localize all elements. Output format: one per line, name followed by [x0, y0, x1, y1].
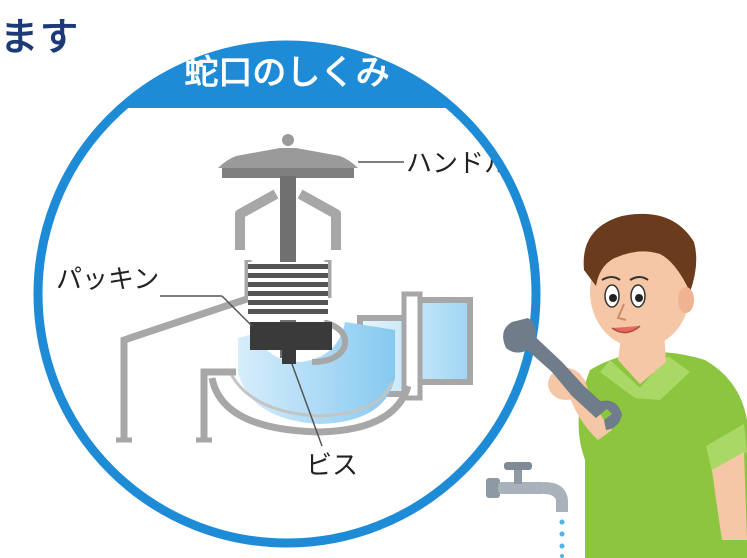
inlet-wall-outer — [120, 294, 252, 440]
nose — [616, 303, 627, 321]
handle-cap — [218, 148, 358, 168]
handle-base — [222, 168, 354, 178]
outdoor-faucet-icon — [486, 462, 568, 512]
arm-right — [712, 452, 747, 540]
gland-nut — [248, 262, 328, 320]
screw-label: ビス — [306, 451, 358, 481]
valve-body-inner — [228, 371, 394, 418]
handle-knob — [282, 134, 294, 146]
packing-label: パッキン — [56, 265, 159, 295]
sleeve-cuff — [706, 424, 747, 472]
diagram-circle-border — [33, 40, 541, 548]
eyebrows — [601, 276, 649, 281]
diagram-title: 蛇口のしくみ — [184, 53, 389, 93]
packing-leader — [221, 295, 253, 327]
hair — [583, 213, 697, 292]
valve-seat — [311, 319, 348, 365]
shirt-collar — [600, 356, 690, 400]
repairman-illustration — [503, 213, 747, 558]
pupil-right — [635, 294, 643, 302]
mouth — [611, 325, 641, 334]
packing — [250, 322, 332, 350]
ear — [678, 287, 694, 313]
pupil-left — [609, 294, 617, 302]
wrench-icon — [503, 318, 622, 430]
inlet-wall-inner — [200, 368, 236, 440]
heading-fragment: ます — [0, 15, 81, 59]
valve-body-bottom — [208, 377, 412, 436]
water-chamber — [238, 322, 395, 424]
screw — [282, 350, 296, 364]
screw-leader — [291, 363, 323, 447]
bonnet-arm-right — [297, 189, 341, 250]
bonnet-arm-left — [235, 189, 279, 250]
pipe-flange — [401, 291, 423, 401]
water-drop-icon — [559, 519, 565, 558]
